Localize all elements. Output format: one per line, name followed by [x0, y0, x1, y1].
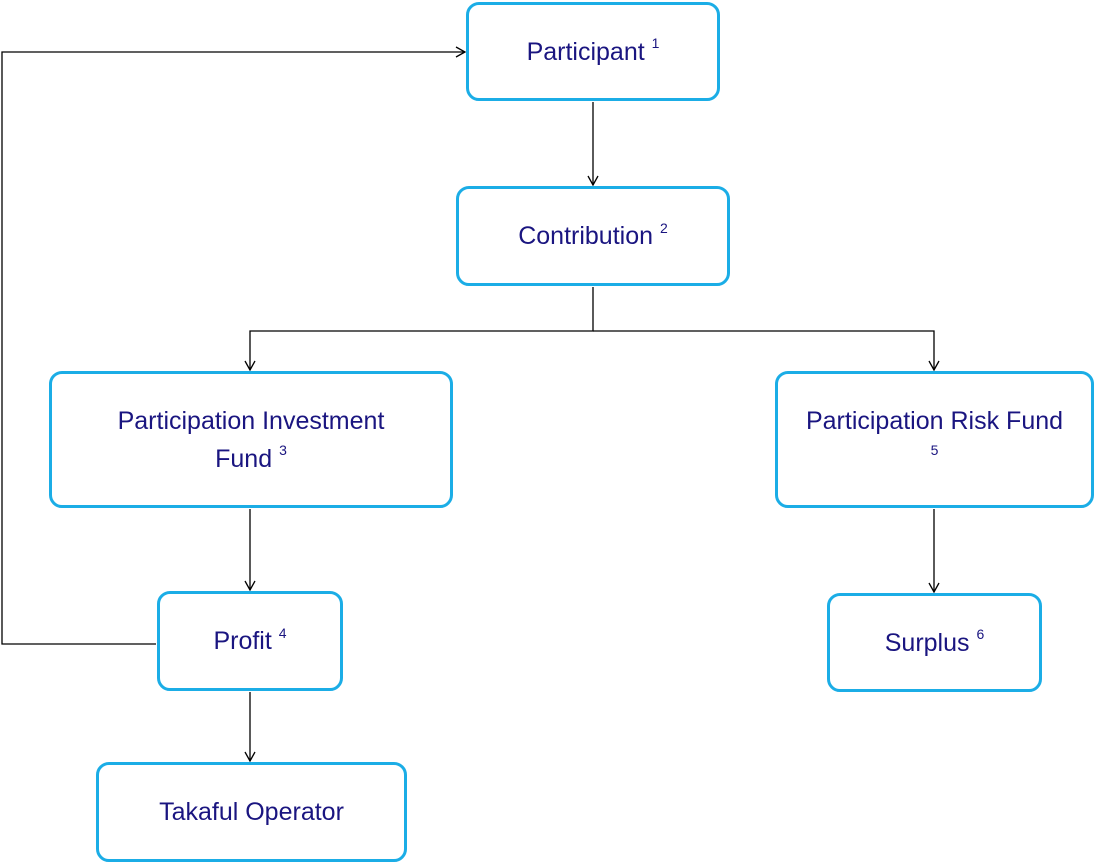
surplus-node[interactable]: Surplus 6 [827, 593, 1042, 692]
takaful-operator-label: Takaful Operator [159, 798, 344, 826]
participation-risk-fund-node[interactable]: Participation Risk Fund 5 [775, 371, 1094, 508]
participant-node-text: Participant 1 [527, 33, 660, 71]
surplus-note: 6 [976, 626, 985, 643]
participant-node[interactable]: Participant 1 [466, 2, 720, 101]
profit-node[interactable]: Profit 4 [157, 591, 343, 691]
participation-investment-fund-label: Participation Investment Fund [117, 406, 385, 473]
surplus-node-text: Surplus 6 [885, 624, 985, 662]
contribution-label: Contribution [518, 222, 654, 250]
contribution-node[interactable]: Contribution 2 [456, 186, 730, 286]
participation-risk-fund-note: 5 [930, 442, 939, 459]
profit-note: 4 [278, 624, 287, 641]
profit-node-text: Profit 4 [213, 622, 286, 660]
surplus-label: Surplus [884, 628, 970, 657]
profit-label: Profit [213, 627, 272, 655]
participant-label: Participant [526, 37, 645, 66]
participation-risk-fund-label: Participation Risk Fund [805, 406, 1064, 435]
contribution-note: 2 [659, 219, 668, 236]
participation-investment-fund-note: 3 [279, 442, 287, 459]
contribution-node-text: Contribution 2 [518, 217, 668, 255]
takaful-operator-node[interactable]: Takaful Operator [96, 762, 407, 862]
participation-risk-fund-node-text: Participation Risk Fund 5 [805, 402, 1065, 478]
edge-contribution-to-prf [593, 330, 940, 372]
participant-note: 1 [651, 35, 660, 52]
edge-contribution-to-pif [244, 287, 594, 372]
participation-investment-fund-node[interactable]: Participation Investment Fund 3 [49, 371, 453, 508]
edge-profit-to-participant [1, 46, 467, 645]
participation-investment-fund-node-text: Participation Investment Fund 3 [91, 402, 411, 478]
takaful-operator-node-text: Takaful Operator [159, 793, 344, 831]
